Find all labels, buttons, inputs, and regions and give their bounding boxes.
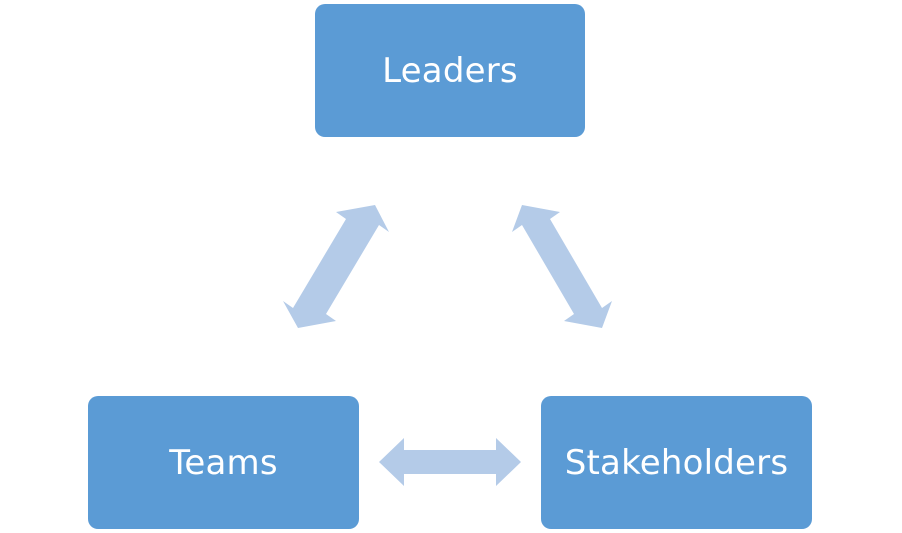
stakeholders-box: Stakeholders xyxy=(541,396,812,529)
arrow-leaders-stakeholders xyxy=(512,205,612,328)
arrow-teams-stakeholders xyxy=(379,438,521,486)
leaders-label: Leaders xyxy=(382,50,518,91)
teams-label: Teams xyxy=(169,442,278,483)
teams-box: Teams xyxy=(88,396,359,529)
arrow-leaders-teams xyxy=(283,205,389,328)
leaders-box: Leaders xyxy=(315,4,585,137)
stakeholders-label: Stakeholders xyxy=(564,442,789,483)
